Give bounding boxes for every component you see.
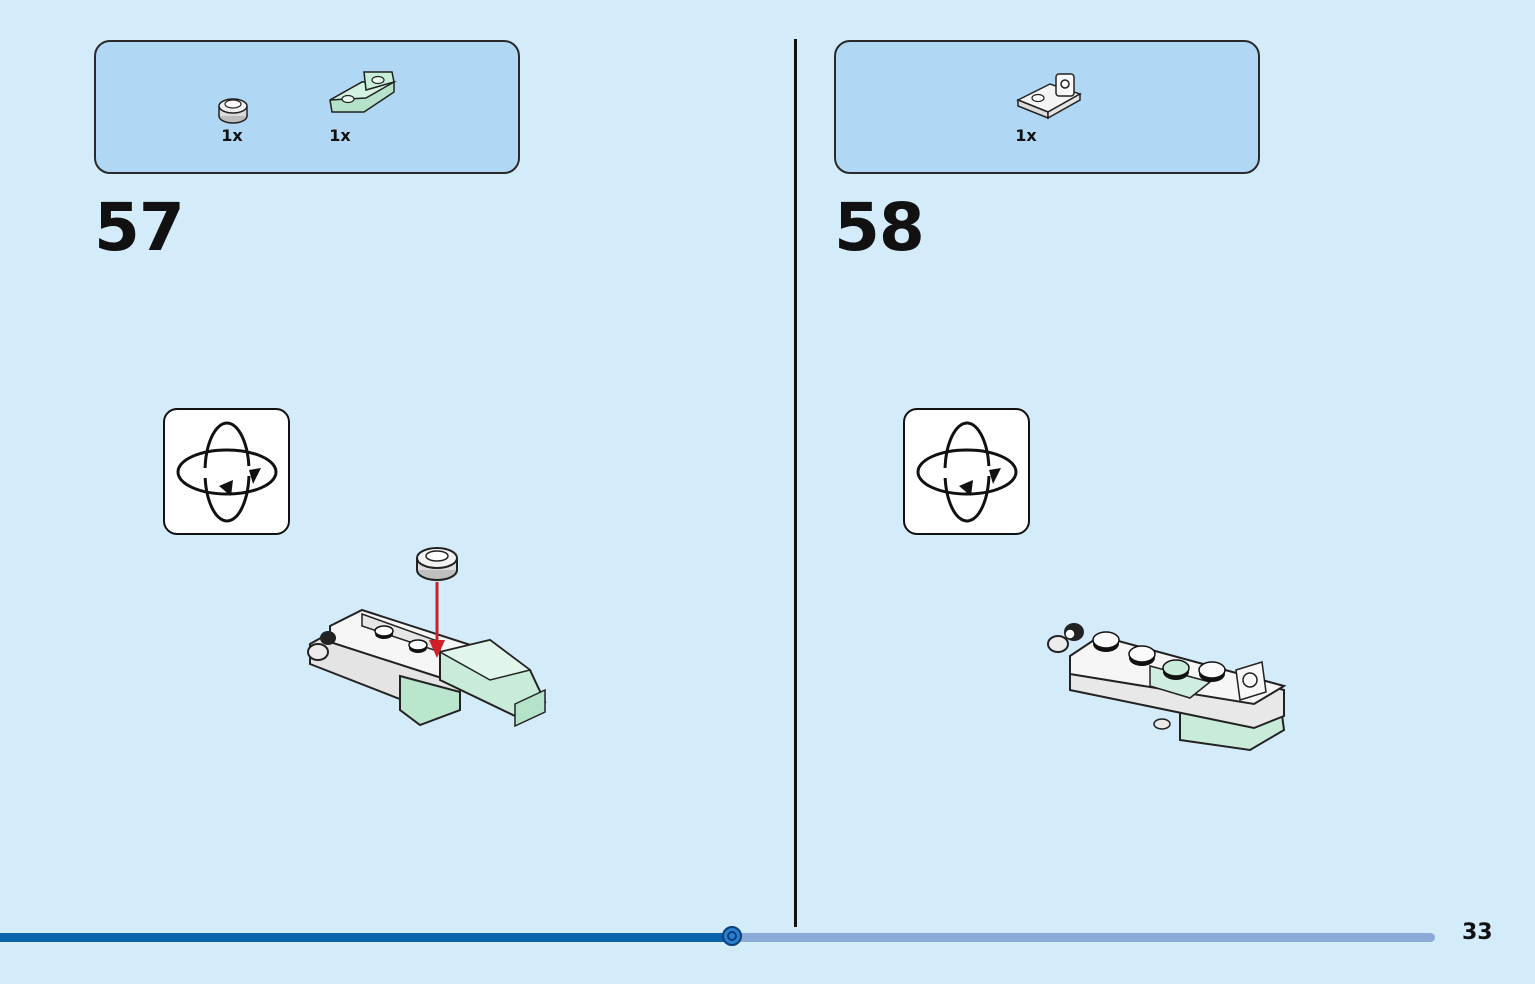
page-number: 33 — [1462, 920, 1493, 945]
parts-list-box: 1x — [834, 40, 1260, 174]
round-plate-1x1-icon — [218, 98, 248, 124]
rotate-callout — [903, 408, 1030, 535]
parts-list-box: 1x 1x — [94, 40, 520, 174]
page-divider — [794, 39, 797, 927]
rotate-model-icon — [176, 421, 278, 523]
step-number: 58 — [834, 189, 925, 266]
progress-indicator — [722, 926, 742, 946]
rotate-model-icon — [916, 421, 1018, 523]
step-number: 57 — [94, 189, 185, 266]
progress-fill — [0, 933, 732, 942]
ship-hull-assembly — [1047, 623, 1287, 752]
step-57-panel: 1x 1x 57 — [0, 0, 740, 930]
part-quantity: 1x — [1015, 126, 1037, 145]
clip-plate-1x2-icon — [1016, 73, 1082, 120]
step-58-panel: 1x 58 — [740, 0, 1480, 930]
rotate-callout — [163, 408, 290, 535]
inverted-slope-plate-icon — [329, 71, 397, 113]
part-quantity: 1x — [221, 126, 243, 145]
ship-hull-assembly — [307, 547, 547, 728]
part-quantity: 1x — [329, 126, 351, 145]
